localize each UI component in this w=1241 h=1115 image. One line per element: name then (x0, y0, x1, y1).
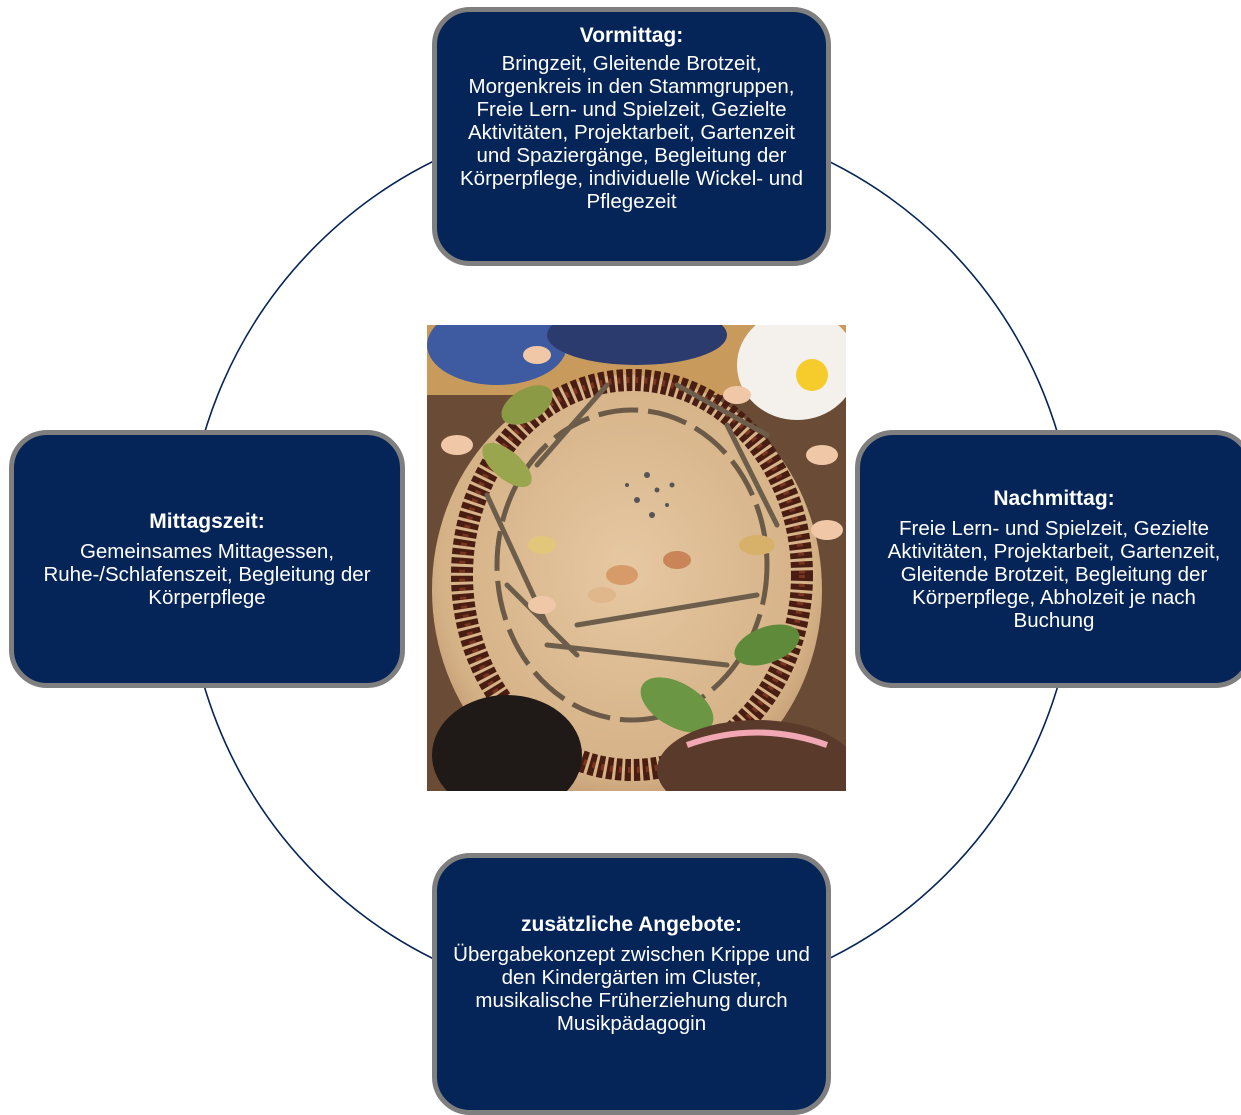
nachmittag-body: Freie Lern- und Spielzeit, Gezielte Akti… (887, 516, 1221, 632)
zusatz-box: zusätzliche Angebote: Übergabekonzept zw… (432, 853, 831, 1115)
mittagszeit-title: Mittagszeit: (149, 509, 265, 533)
mittagszeit-body: Gemeinsames Mittagessen, Ruhe-/Schlafens… (43, 539, 371, 609)
mittagszeit-box: Mittagszeit: Gemeinsames Mittagessen, Ru… (9, 430, 405, 688)
zusatz-title: zusätzliche Angebote: (521, 913, 742, 936)
nachmittag-title: Nachmittag: (993, 486, 1115, 510)
nachmittag-box: Nachmittag: Freie Lern- und Spielzeit, G… (855, 430, 1241, 688)
vormittag-box: Vormittag: Bringzeit, Gleitende Brotzeit… (432, 7, 831, 266)
vormittag-body: Bringzeit, Gleitende Brotzeit, Morgenkre… (460, 52, 803, 213)
zusatz-body: Übergabekonzept zwischen Krippe und den … (453, 943, 810, 1035)
vormittag-title: Vormittag: (579, 24, 684, 47)
center-photo (427, 325, 846, 791)
